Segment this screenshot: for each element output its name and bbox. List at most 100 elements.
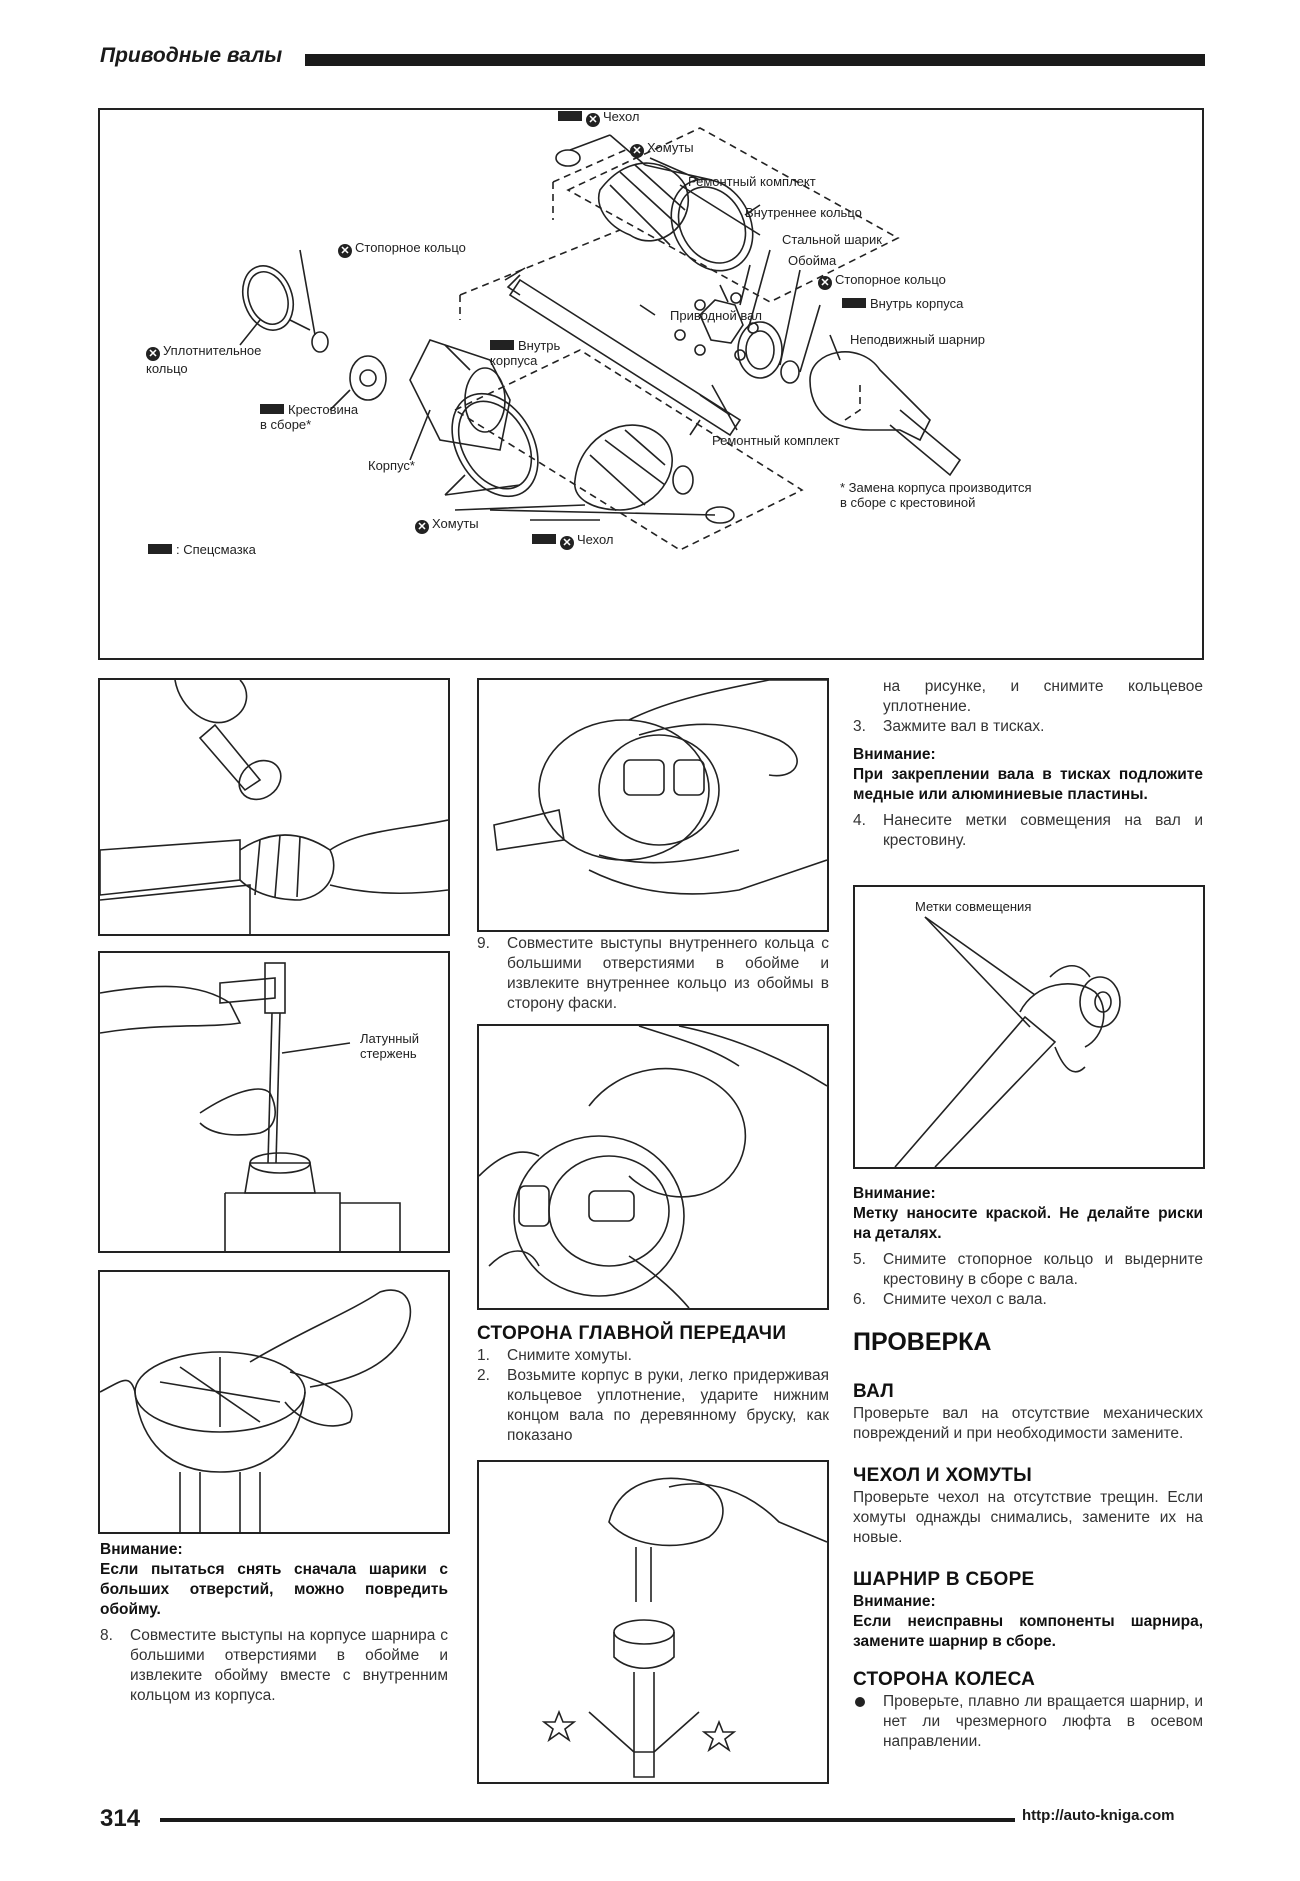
mid-step9: 9. Совместите выступы внутреннего кольца… [477, 934, 829, 1014]
step-text: Зажмите вал в тисках. [883, 718, 1045, 735]
photo-joint-hand [477, 678, 829, 932]
label-repair-kit-lower: Ремонтный комплект [712, 433, 840, 448]
diagram-drawing [239, 127, 962, 551]
step-text: на рисунке, и снимите кольцевое уплотнен… [883, 678, 1203, 715]
step-number: 5. [853, 1251, 866, 1268]
step-item: 8. Совместите выступы на корпусе шарнира… [100, 1626, 448, 1706]
grease-icon [148, 544, 172, 554]
bullet-icon [855, 1697, 865, 1707]
illustration-hammer-boot [100, 680, 448, 934]
label-inner-race: Внутреннее кольцо [745, 205, 862, 220]
warning-title: Внимание: [853, 1185, 936, 1202]
label-clamps: ✕Хомуты [630, 140, 694, 158]
wheel-side-title: СТОРОНА КОЛЕСА [853, 1669, 1036, 1690]
page-number: 314 [100, 1805, 141, 1832]
label-footnote: * Замена корпуса производится в сборе с … [840, 480, 1032, 510]
step-number: 6. [853, 1291, 866, 1308]
label-brass-rod: Латунный стержень [360, 1031, 420, 1061]
step-text: Снимите стопорное кольцо и выдерните кре… [883, 1251, 1203, 1288]
footer-rule [160, 1818, 1015, 1822]
label-snap-ring-right: ✕Стопорное кольцо [818, 272, 946, 290]
illustration-brass-rod [100, 962, 401, 1251]
grease-icon [260, 404, 284, 414]
legend-special-grease: : Спецсмазка [148, 542, 256, 557]
replace-icon: ✕ [146, 347, 160, 361]
step-continuation: на рисунке, и снимите кольцевое уплотнен… [853, 677, 1203, 717]
exploded-diagram: ✕Чехол ✕Хомуты Ремонтный комплект Внутре… [98, 108, 1204, 660]
section-header-title: Приводные валы [100, 44, 283, 67]
warning-text: При закреплении вала в тисках подложите … [853, 766, 1203, 803]
step-text: Возьмите корпус в руки, легко придержива… [507, 1367, 829, 1444]
bullet-item: Проверьте, плавно ли вращается шарнир, и… [853, 1692, 1203, 1752]
header-rule [305, 54, 1205, 66]
bullet-text: Проверьте, плавно ли вращается шарнир, и… [883, 1693, 1203, 1750]
replace-icon: ✕ [818, 276, 832, 290]
illustration-alignment-marks [894, 916, 1121, 1167]
left-text-column: Внимание: Если пытаться снять сначала ша… [100, 1540, 448, 1706]
replace-icon: ✕ [338, 244, 352, 258]
warning-title: Внимание: [853, 746, 936, 763]
illustration-joint-cage [100, 1289, 412, 1532]
inspection-title: ПРОВЕРКА [853, 1328, 992, 1356]
warning-text: Если пытаться снять сначала шарики с бол… [100, 1561, 448, 1618]
grease-icon [490, 340, 514, 350]
boot-clamps-title: ЧЕХОЛ И ХОМУТЫ [853, 1465, 1033, 1486]
grease-icon [842, 298, 866, 308]
label-fixed-joint: Неподвижный шарнир [850, 332, 986, 347]
replace-icon: ✕ [586, 113, 600, 127]
label-snap-ring-top: ✕Стопорное кольцо [338, 240, 466, 258]
label-alignment-marks: Метки совмещения [915, 899, 1032, 914]
illustration-shaft-tap [541, 1477, 827, 1778]
illustration-joint-hand [493, 680, 827, 895]
warning-title: Внимание: [100, 1541, 183, 1558]
step-text: Нанесите метки совмещения на вал и крест… [883, 812, 1203, 849]
illustration-inner-race [479, 1026, 827, 1308]
label-boot: ✕Чехол [558, 109, 640, 127]
section-title-final-drive: СТОРОНА ГЛАВНОЙ ПЕРЕДАЧИ [477, 1323, 787, 1344]
step-item: 5. Снимите стопорное кольцо и выдерните … [853, 1250, 1203, 1290]
step-number: 3. [853, 718, 866, 735]
photo-inner-race [477, 1024, 829, 1310]
step-number: 1. [477, 1347, 490, 1364]
step-number: 4. [853, 812, 866, 829]
step-item: 6. Снимите чехол с вала. [853, 1290, 1203, 1310]
label-steel-ball: Стальной шарик [782, 232, 882, 247]
step-item: 2. Возьмите корпус в руки, легко придерж… [477, 1366, 829, 1446]
label-spider: Крестовина в сборе* [260, 402, 359, 432]
label-seal-ring: ✕Уплотнительное кольцо [146, 343, 262, 376]
photo-joint-cage [98, 1270, 450, 1534]
step-text: Снимите хомуты. [507, 1347, 632, 1364]
step-text: Совместите выступы на корпусе шарнира с … [130, 1627, 448, 1704]
label-boot-lower: ✕Чехол [532, 532, 614, 550]
step-item: 3. Зажмите вал в тисках. [853, 717, 1203, 737]
label-repair-kit: Ремонтный комплект [688, 174, 816, 189]
shaft-text: Проверьте вал на отсутствие механических… [853, 1405, 1203, 1442]
label-clamps-lower: ✕Хомуты [415, 516, 479, 534]
figure-alignment-marks: Метки совмещения [853, 885, 1205, 1169]
label-inside-housing-left: Внутрь корпуса [490, 338, 561, 368]
photo-brass-rod: Латунный стержень [98, 951, 450, 1253]
mid-text-column: СТОРОНА ГЛАВНОЙ ПЕРЕДАЧИ 1. Снимите хому… [477, 1322, 829, 1446]
step-item: 1. Снимите хомуты. [477, 1346, 829, 1366]
right-text-upper: на рисунке, и снимите кольцевое уплотнен… [853, 677, 1203, 851]
photo-shaft-tap [477, 1460, 829, 1784]
replace-icon: ✕ [415, 520, 429, 534]
label-drive-shaft: Приводной вал [670, 308, 762, 323]
replace-icon: ✕ [630, 144, 644, 158]
step-number: 2. [477, 1367, 490, 1384]
label-cage: Обойма [788, 253, 837, 268]
footer-link[interactable]: http://auto-kniga.com [1022, 1807, 1175, 1824]
photo-hammer-boot [98, 678, 450, 936]
step-number: 8. [100, 1627, 113, 1644]
step-item: 4. Нанесите метки совмещения на вал и кр… [853, 811, 1203, 851]
replace-icon: ✕ [560, 536, 574, 550]
label-housing: Корпус* [368, 458, 415, 473]
shaft-title: ВАЛ [853, 1381, 894, 1402]
right-text-lower: Внимание: Метку наносите краской. Не дел… [853, 1184, 1203, 1752]
warning-text: Метку наносите краской. Не делайте риски… [853, 1205, 1203, 1242]
step-item: 9. Совместите выступы внутреннего кольца… [477, 934, 829, 1014]
step-text: Совместите выступы внутреннего кольца с … [507, 935, 829, 1012]
boot-clamps-text: Проверьте чехол на отсутствие трещин. Ес… [853, 1489, 1203, 1546]
warning-title: Внимание: [853, 1593, 936, 1610]
step-number: 9. [477, 935, 490, 952]
